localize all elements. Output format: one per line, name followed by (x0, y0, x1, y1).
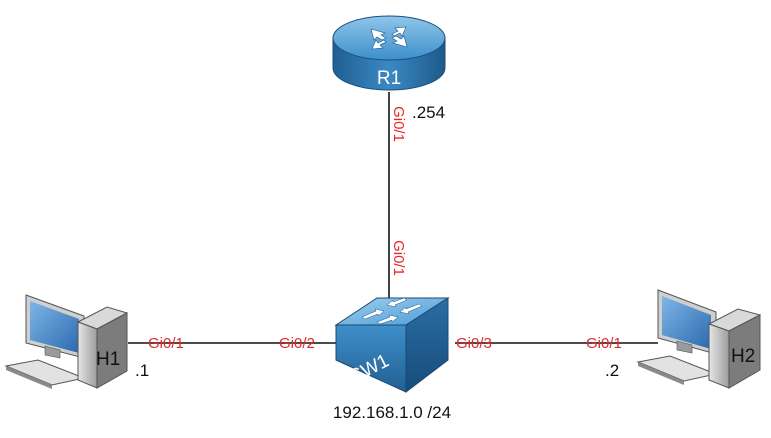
port-label-sw1-gi0-3: Gi0/3 (456, 335, 492, 352)
host-address: .1 (135, 361, 149, 380)
router-icon (332, 15, 446, 91)
host-h2[interactable]: H2 .2 (605, 289, 762, 389)
port-label-r1-gi0-1: Gi0/1 (390, 106, 407, 142)
router-label: R1 (377, 68, 401, 89)
port-label-h1-gi0-1: Gi0/1 (148, 335, 184, 352)
host-h1[interactable]: H1 .1 (4, 294, 149, 389)
host-label: H1 (96, 349, 120, 370)
pc-icon (4, 294, 129, 389)
pc-icon (636, 289, 762, 389)
host-address: .2 (605, 361, 619, 380)
router-address: .254 (412, 103, 445, 122)
switch-sw1[interactable]: SW1 (334, 297, 450, 394)
switch-icon (334, 297, 450, 394)
port-label-sw1-gi0-1: Gi0/1 (390, 240, 407, 276)
router-r1[interactable]: R1 (332, 15, 446, 91)
port-label-sw1-gi0-2: Gi0/2 (279, 335, 315, 352)
port-label-h2-gi0-1: Gi0/1 (586, 335, 622, 352)
subnet-label: 192.168.1.0 /24 (333, 403, 451, 422)
host-label: H2 (731, 346, 755, 367)
